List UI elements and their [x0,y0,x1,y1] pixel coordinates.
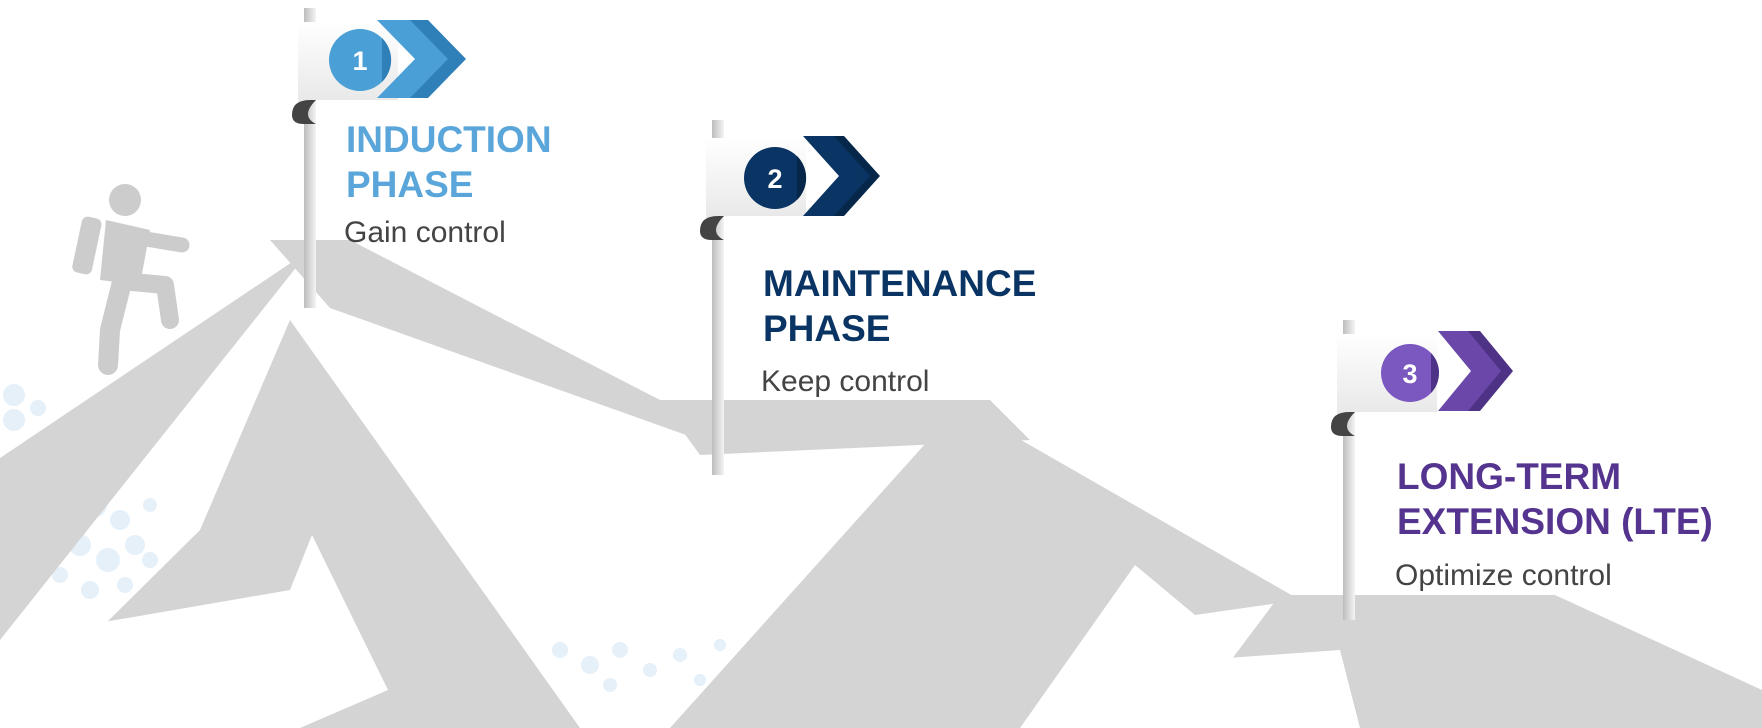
step-number-circle [1381,344,1439,402]
snow-patch [0,535,388,728]
phase-2-badge: 2 [700,136,880,240]
chevron-icon [395,20,466,98]
phase-1-title-line2: PHASE [346,164,474,205]
phase-2-title: MAINTENANCE PHASE [763,261,1036,351]
phase-3-title: LONG-TERM EXTENSION (LTE) [1397,454,1713,544]
step-number: 1 [352,46,367,76]
phase-3-subtitle: Optimize control [1395,559,1612,592]
phase-1-title-line1: INDUCTION [346,119,552,160]
phase-1-subtitle: Gain control [344,216,506,249]
chevron-icon [803,136,870,216]
step-number-circle [329,29,391,91]
phase-3-title-line2: EXTENSION (LTE) [1397,501,1713,542]
step-number-circle [744,147,806,209]
phase-3-badge: 3 [1331,331,1513,436]
step-number: 3 [1402,359,1417,389]
chevron-icon [377,20,448,98]
chevron-icon [1460,331,1513,411]
phase-2-title-line1: MAINTENANCE [763,263,1037,304]
phase-3-title-line1: LONG-TERM [1397,456,1622,497]
chevron-icon [1438,331,1501,411]
step-number: 2 [767,164,782,194]
phase-2-title-line2: PHASE [763,308,891,349]
phase-1-badge: 1 [292,20,466,124]
phase-1-title: INDUCTION PHASE [346,117,552,207]
hiker-icon [72,184,190,375]
snow-patch [1160,650,1360,728]
phase-2-subtitle: Keep control [761,365,930,398]
